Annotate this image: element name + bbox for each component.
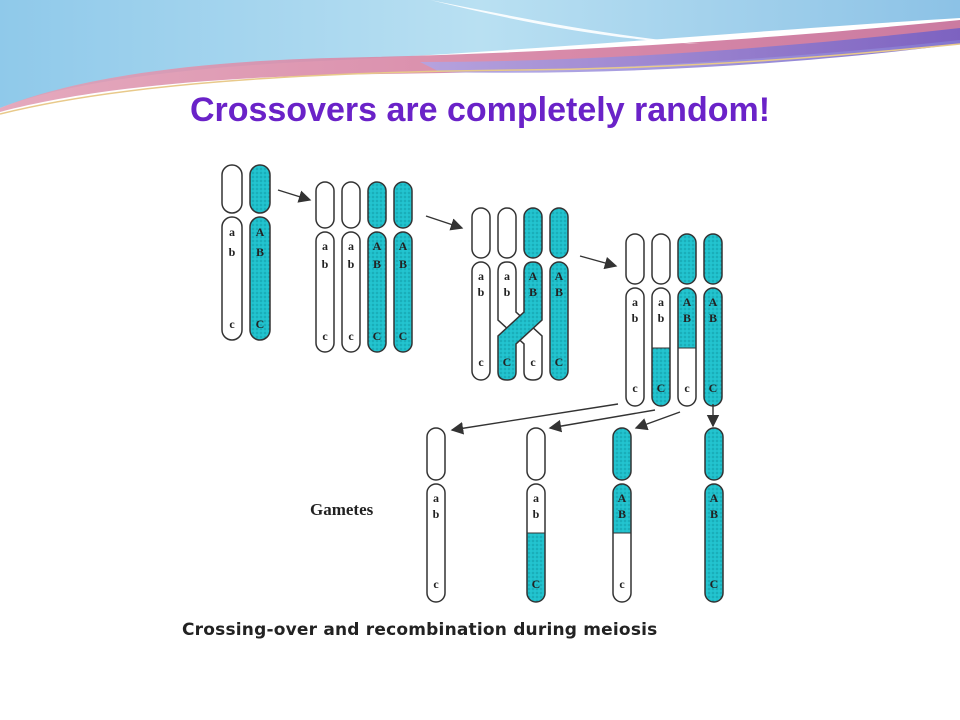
stage2-chromosome-2-allele-2: b <box>348 257 355 271</box>
stage4-chromosome-4-allele-1: A <box>709 295 718 309</box>
diagram-caption: Crossing-over and recombination during m… <box>182 620 658 640</box>
gametes-label: Gametes <box>310 500 374 519</box>
stage4-chromosome-3-allele-1: A <box>683 295 692 309</box>
gametes-chromosomes <box>426 427 724 603</box>
gametes-chromosome-3-allele-1: A <box>618 491 627 505</box>
stage1-chromosome-2-allele-3: C <box>256 317 265 331</box>
chromatid-white-1 <box>315 181 335 353</box>
arrow-to-gamete-1 <box>450 403 619 435</box>
stage2-chromosome-4-allele-3: C <box>399 329 408 343</box>
stage2-chromosome-4-allele-2: B <box>399 257 407 271</box>
gametes-chromosome-1-allele-3: c <box>433 577 439 591</box>
chromatid-teal-2 <box>393 181 413 353</box>
stage3-chromosome-4-allele-1: A <box>555 269 564 283</box>
gametes-chromosome-3-allele-3: c <box>619 577 625 591</box>
chromatid-white-recombinant <box>651 233 671 407</box>
arrow-stage3-to-stage4 <box>579 255 618 270</box>
stage4-chromosome-2-allele-3: C <box>657 381 666 395</box>
gamete-1 <box>426 427 446 603</box>
stage4-chromosome-2-allele-2: b <box>658 311 665 325</box>
stage1-chromosome-1-allele-2: b <box>229 245 236 259</box>
chromosome-teal <box>249 164 271 341</box>
stage3-chromosome-1-allele-2: b <box>478 285 485 299</box>
arrow-stage1-to-stage2 <box>277 189 312 203</box>
chromosome-white <box>221 164 243 341</box>
stage2-chromosome-1-allele-2: b <box>322 257 329 271</box>
gametes-chromosome-2-allele-3: C <box>532 577 541 591</box>
stage3-chromosome-2-allele-2: b <box>504 285 511 299</box>
stage4-chromosome-4-allele-2: B <box>709 311 717 325</box>
chromatid-teal-outer <box>549 207 569 381</box>
stage1-chromosome-2-allele-1: A <box>256 225 265 239</box>
stage-3-chromosomes <box>471 207 569 381</box>
arrow-to-gamete-2 <box>548 409 656 433</box>
stage-4-chromosomes <box>625 233 723 407</box>
stage3-chromosome-4-allele-2: B <box>555 285 563 299</box>
gametes-chromosome-1-allele-2: b <box>433 507 440 521</box>
gametes-chromosome-4-allele-2: B <box>710 507 718 521</box>
arrows <box>277 189 720 435</box>
gametes-chromosome-2-allele-1: a <box>533 491 539 505</box>
stage2-chromosome-4-allele-1: A <box>399 239 408 253</box>
arrow-stage2-to-stage3 <box>425 215 464 231</box>
stage2-chromosome-2-allele-1: a <box>348 239 354 253</box>
stage1-chromosome-1-allele-1: a <box>229 225 235 239</box>
stage-1-chromosomes <box>221 164 271 341</box>
arrow-to-gamete-3 <box>634 411 681 431</box>
stage2-chromosome-1-allele-3: c <box>322 329 328 343</box>
stage2-chromosome-3-allele-1: A <box>373 239 382 253</box>
stage-2-chromosomes <box>315 181 413 353</box>
stage1-chromosome-2-allele-2: B <box>256 245 264 259</box>
chromatid-teal <box>703 233 723 407</box>
chromatid-teal-crossing <box>497 207 543 381</box>
stage4-chromosome-1-allele-1: a <box>632 295 638 309</box>
stage2-chromosome-3-allele-3: C <box>373 329 382 343</box>
stage1-chromosome-1-allele-3: c <box>229 317 235 331</box>
stage4-chromosome-3-allele-3: c <box>684 381 690 395</box>
gamete-3 <box>612 427 632 603</box>
gametes-chromosome-4-allele-3: C <box>710 577 719 591</box>
stage2-chromosome-1-allele-1: a <box>322 239 328 253</box>
gametes-chromosome-3-allele-2: B <box>618 507 626 521</box>
header-swoosh <box>0 0 960 120</box>
stage4-chromosome-3-allele-2: B <box>683 311 691 325</box>
stage3-chromosome-4-allele-3: C <box>555 355 564 369</box>
stage3-chromosome-2-allele-1: a <box>504 269 510 283</box>
stage3-chromosome-1-allele-1: a <box>478 269 484 283</box>
chromatid-white <box>625 233 645 407</box>
chromatid-teal-recombinant <box>677 233 697 407</box>
gamete-4 <box>704 427 724 603</box>
allele-labels: abcABCabcabcABCABCabcabCABcABCabcabCABcA… <box>229 225 719 591</box>
stage3-chromosome-3-allele-1: A <box>529 269 538 283</box>
chromatid-teal-1 <box>367 181 387 353</box>
gametes-chromosome-4-allele-1: A <box>710 491 719 505</box>
stage3-chromosome-2-allele-3: C <box>503 355 512 369</box>
gametes-chromosome-2-allele-2: b <box>533 507 540 521</box>
stage4-chromosome-1-allele-3: c <box>632 381 638 395</box>
stage3-chromosome-3-allele-3: c <box>530 355 536 369</box>
gametes-chromosome-1-allele-1: a <box>433 491 439 505</box>
stage2-chromosome-3-allele-2: B <box>373 257 381 271</box>
stage2-chromosome-2-allele-3: c <box>348 329 354 343</box>
stage4-chromosome-4-allele-3: C <box>709 381 718 395</box>
stage4-chromosome-1-allele-2: b <box>632 311 639 325</box>
chromatid-white-2 <box>341 181 361 353</box>
stage3-chromosome-1-allele-3: c <box>478 355 484 369</box>
slide-title: Crossovers are completely random! <box>189 91 771 129</box>
stage4-chromosome-2-allele-1: a <box>658 295 664 309</box>
header-decoration <box>0 0 960 115</box>
stage3-chromosome-3-allele-2: B <box>529 285 537 299</box>
gamete-2 <box>526 427 546 603</box>
chromatid-white-outer <box>471 207 491 381</box>
